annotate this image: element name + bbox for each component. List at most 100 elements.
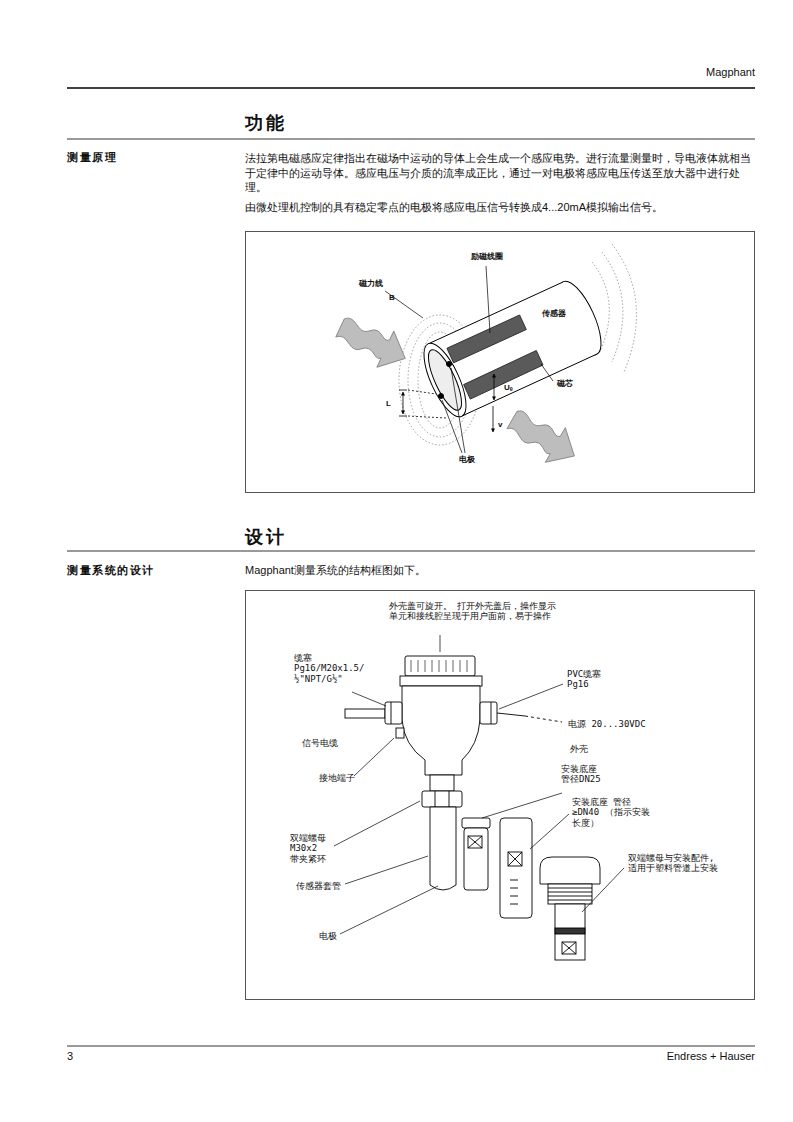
mounting-base: [468, 836, 482, 848]
mounting-base: [508, 852, 522, 866]
plastic-fitting: [540, 857, 600, 960]
transmitter-housing: [430, 807, 456, 890]
callout-label: 双端螺母与安装配件, 适用于塑料管道上安装: [628, 853, 724, 874]
dimension-line: [403, 392, 404, 414]
leader-line: [440, 635, 441, 652]
plastic-fitting: [548, 900, 592, 901]
rule-line: [67, 1046, 755, 1047]
callout-label: 接地端子: [319, 773, 355, 783]
dimension-line: [399, 390, 407, 391]
callout-label: Uₑ: [504, 383, 513, 392]
plastic-fitting: [548, 884, 592, 904]
transmitter-housing: [497, 713, 525, 716]
plastic-fitting: [548, 888, 592, 889]
footer-brand: Endress + Hauser: [667, 1050, 755, 1063]
transmitter-housing: [439, 660, 440, 672]
sensor-cylinder: [439, 394, 444, 399]
callout-label: 信号电缆: [302, 738, 338, 748]
field-lines: [602, 252, 623, 362]
leader-line: [334, 801, 420, 846]
sensor-cylinder: [464, 351, 543, 400]
plastic-fitting: [555, 904, 585, 960]
leader-line: [582, 868, 624, 912]
plastic-fitting: [548, 892, 592, 893]
body-text: 法拉第电磁感应定律指出在磁场中运动的导体上会生成一个感应电势。进行流量测量时，导…: [245, 151, 757, 195]
transmitter-housing: [425, 660, 426, 672]
callout-label: 电极: [459, 455, 475, 464]
mounting-base: [508, 852, 522, 866]
transmitter-housing: [402, 686, 480, 775]
transmitter-housing: [430, 775, 454, 791]
leader-line: [442, 400, 462, 453]
sensor-cylinder: [416, 338, 475, 422]
leader-line: [352, 692, 386, 706]
leader-line: [499, 684, 563, 709]
callout-label: 传感器: [542, 309, 566, 318]
transmitter-housing: [435, 791, 436, 807]
sensor-cylinder: [447, 362, 452, 367]
rule-line: [67, 87, 755, 89]
transmitter-housing: [345, 709, 385, 718]
leader-line: [482, 793, 562, 818]
callout-label: PVC缆塞 Pg16: [567, 669, 609, 690]
rule-line: [67, 139, 755, 140]
flow-arrow: [502, 403, 584, 474]
mounting-base: [468, 836, 482, 848]
callout-label: 外壳: [570, 744, 588, 754]
mounting-base: [468, 836, 482, 848]
callout-label: 双端螺母 M30x2 带夹紧环: [290, 833, 330, 864]
callout-label: 外壳盖可旋开。 打开外壳盖后，操作显示单元和接线腔呈现于用户面前，易于操作: [389, 601, 564, 622]
mounting-base: [462, 818, 490, 828]
dimension-line: [399, 374, 494, 432]
transmitter-housing: [411, 660, 412, 672]
transmitter-housing: [491, 702, 492, 724]
callout-label: L: [386, 399, 391, 408]
transmitter-housing: [453, 660, 454, 672]
transmitter-housing: [480, 702, 497, 724]
transmitter-housing: [467, 660, 468, 672]
dimension-line: [494, 374, 495, 400]
transmitter-housing: [405, 656, 475, 676]
figure-frame: 外壳盖可旋开。 打开外壳盖后，操作显示单元和接线腔呈现于用户面前，易于操作缆塞 …: [245, 590, 755, 1000]
transmitter-housing: [422, 791, 462, 807]
mounting-base: [510, 888, 518, 889]
mounting-base: [510, 904, 518, 905]
page-number: 3: [67, 1050, 73, 1063]
rule-line: [67, 551, 755, 552]
mounting-base: [462, 818, 532, 918]
dimension-line: [408, 416, 446, 418]
callout-label: 励磁线圈: [471, 252, 503, 261]
transmitter-housing: [432, 660, 433, 672]
leader-line: [385, 291, 423, 318]
plastic-fitting: [540, 857, 600, 884]
transmitter-housing: [391, 702, 392, 724]
flow-arrow: [332, 310, 414, 377]
dimension-line: [493, 406, 494, 432]
section-heading: 功能: [245, 113, 287, 135]
transmitter-housing: [460, 660, 461, 672]
leader-line: [541, 364, 553, 381]
leader-line: [345, 856, 428, 884]
sensor-cylinder: [416, 276, 610, 422]
callout-label: 缆塞 Pg16/M20x1.5/ ½"NPT/G½": [294, 653, 370, 684]
leader-line: [385, 266, 553, 453]
plastic-fitting: [548, 896, 592, 897]
plastic-fitting: [562, 942, 576, 954]
dimension-line: [399, 416, 407, 417]
callout-label: 磁力线: [359, 279, 383, 288]
mounting-base: [510, 896, 518, 897]
body-text: Magphant测量系统的结构框图如下。: [245, 564, 426, 577]
mounting-base: [500, 818, 532, 918]
callout-label: 安装底座 管径DN25: [561, 764, 607, 785]
leader-line: [340, 886, 438, 934]
rule-line: [67, 88, 755, 1046]
mounting-base: [510, 880, 518, 881]
transmitter-housing: [385, 702, 402, 724]
mounting-base: [508, 852, 522, 866]
transmitter-housing: [418, 660, 419, 672]
transmitter-housing: [411, 660, 467, 672]
sensor-cylinder: [422, 346, 468, 414]
plastic-fitting: [562, 942, 576, 954]
callout-label: 电源 20...30VDC: [568, 719, 646, 729]
